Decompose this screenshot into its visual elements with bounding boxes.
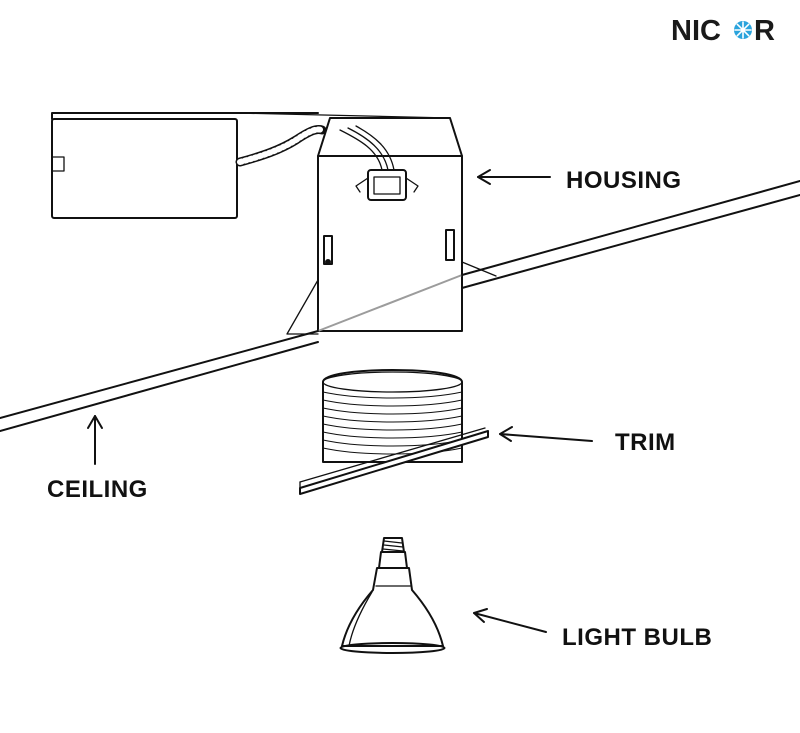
trim-callout: TRIM [499, 426, 676, 456]
ceiling-plane [0, 180, 800, 432]
trim-label: TRIM [615, 429, 676, 456]
housing-callout: HOUSING [477, 167, 682, 194]
logo-text-right: R [754, 15, 775, 47]
light-bulb [339, 537, 446, 654]
logo-star-icon [734, 21, 752, 39]
light-bulb-label: LIGHT BULB [562, 624, 712, 651]
trim-baffle [299, 369, 489, 495]
housing-label: HOUSING [566, 167, 682, 194]
flex-conduit [235, 125, 327, 167]
nicor-logo: NIC R [671, 15, 775, 47]
housing-can [286, 117, 497, 335]
ceiling-label: CEILING [47, 476, 148, 503]
light-bulb-callout: LIGHT BULB [473, 608, 712, 651]
ceiling-callout: CEILING [47, 415, 148, 503]
logo-text-left: NIC [671, 15, 721, 47]
junction-box [51, 112, 451, 219]
